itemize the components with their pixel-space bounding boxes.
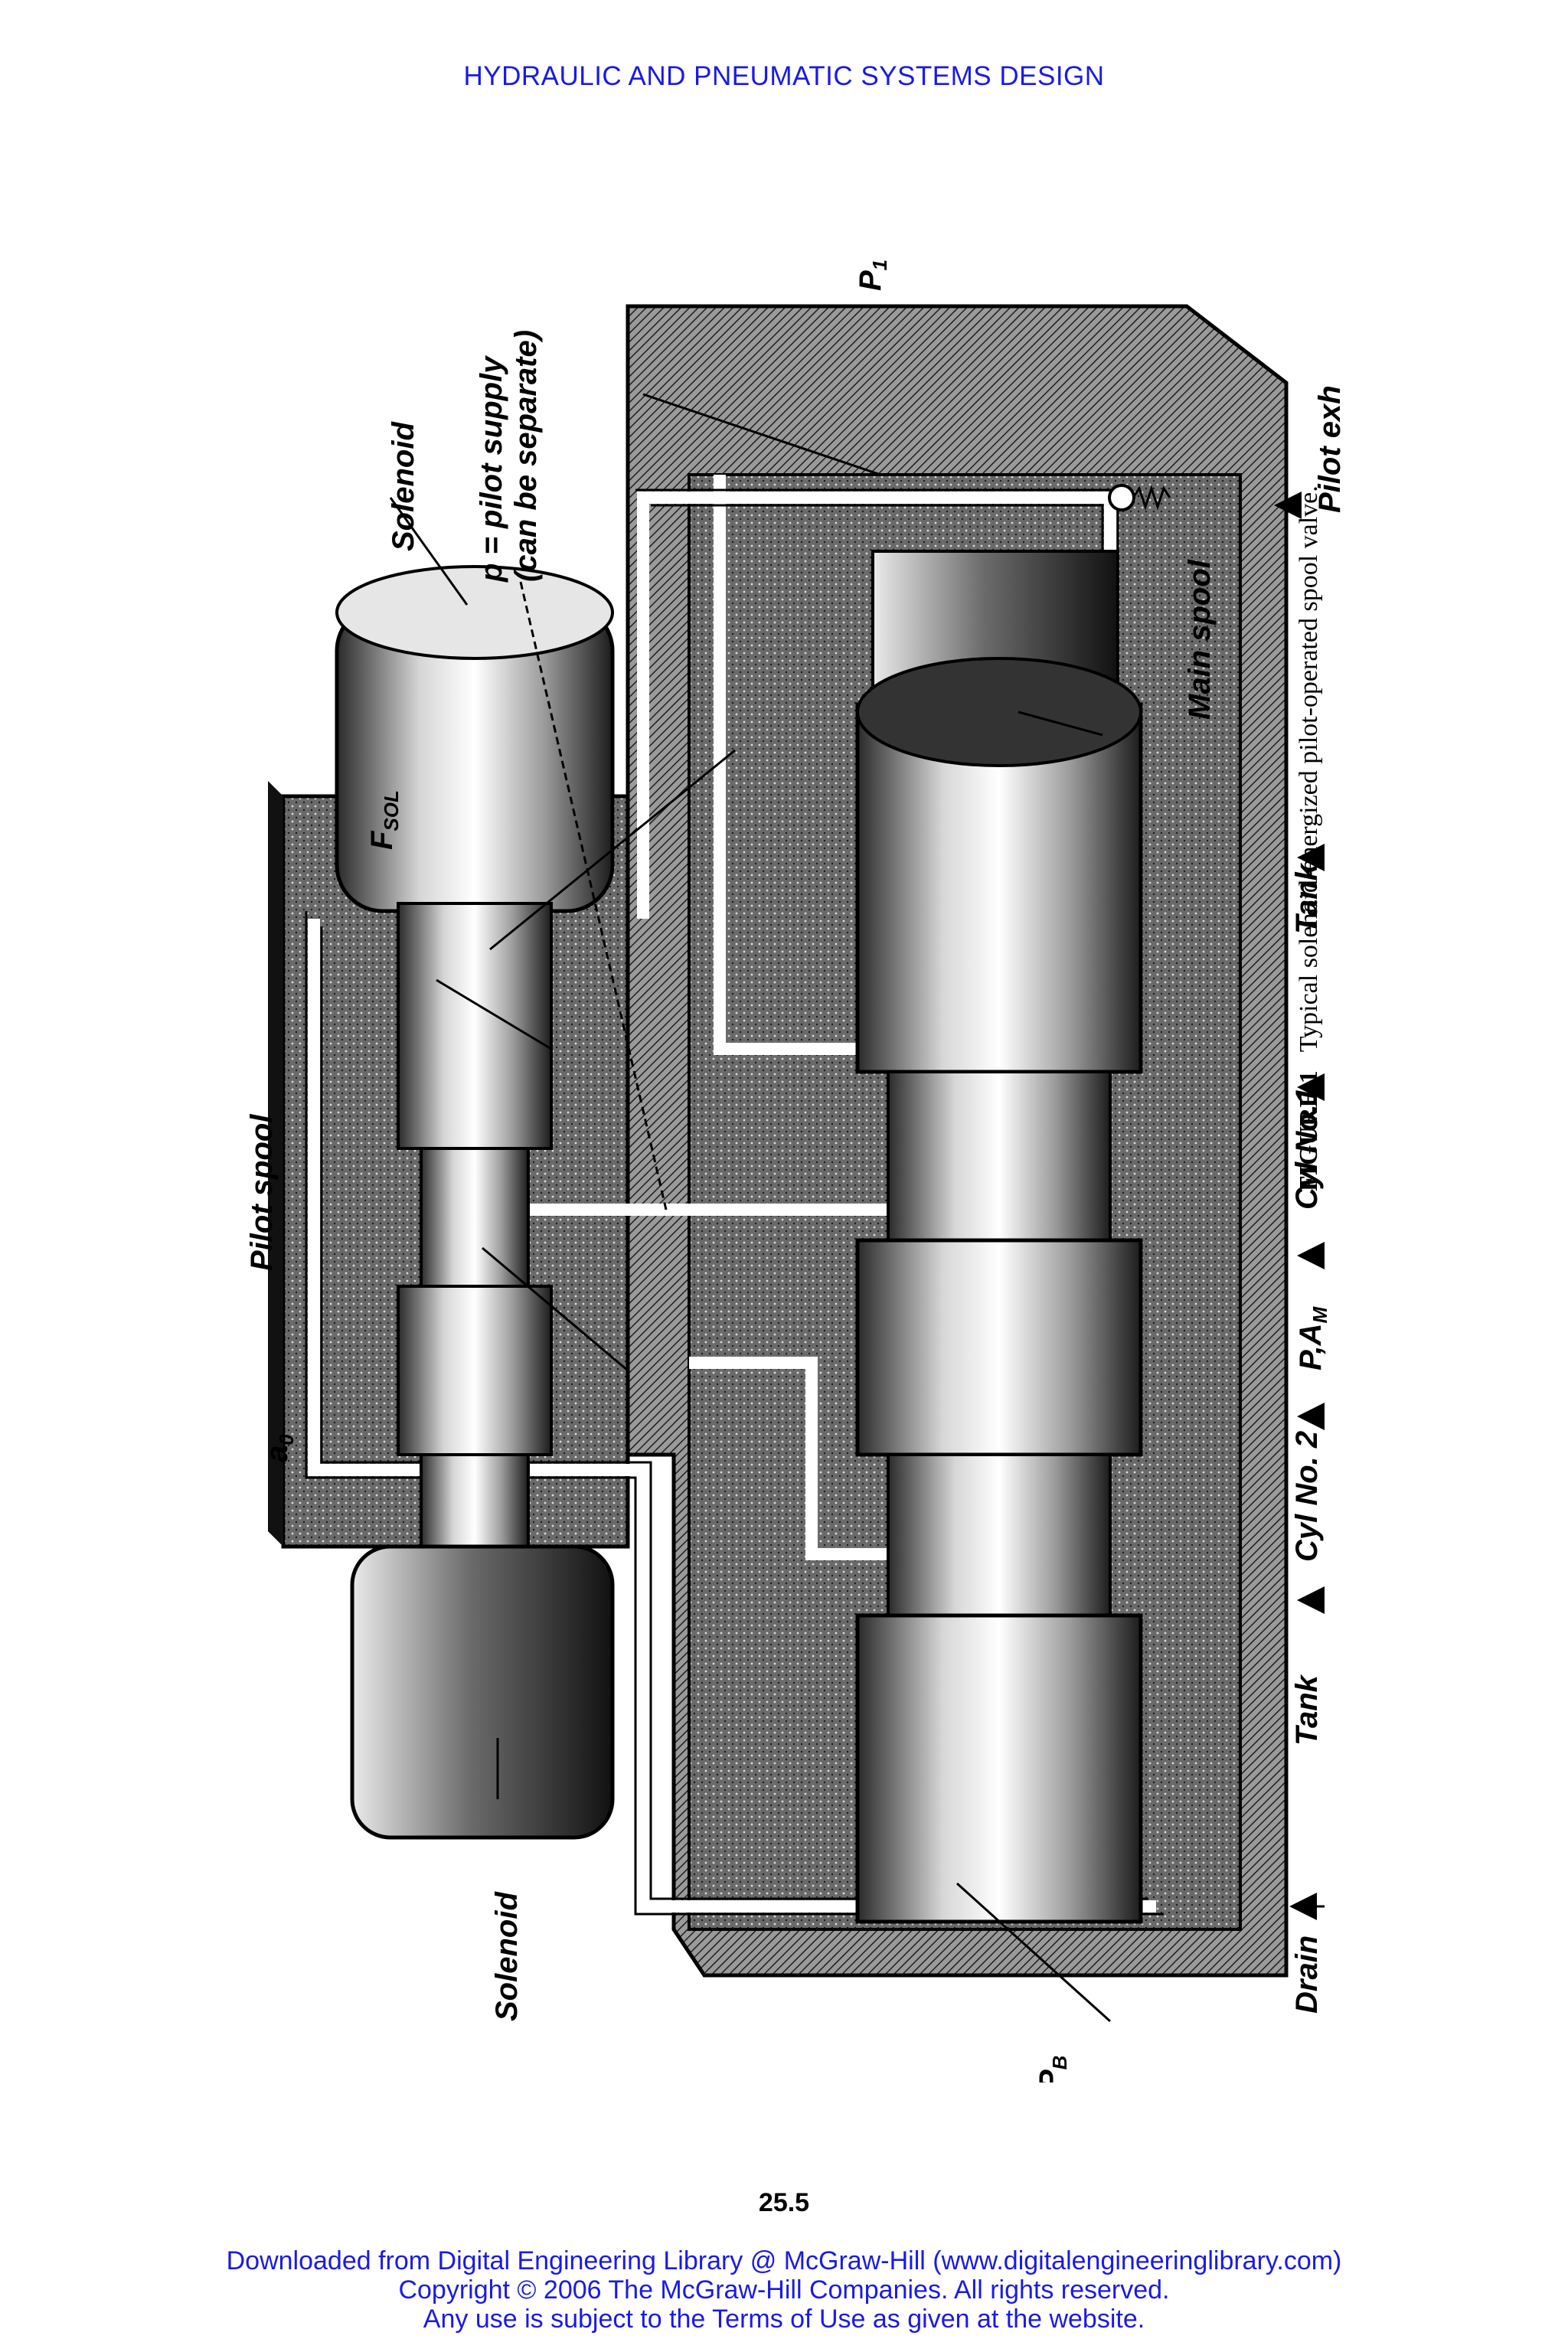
- footer-copyright: Copyright © 2006 The McGraw-Hill Compani…: [398, 2275, 1170, 2305]
- figure-caption: FIGURE 1 Typical solenoid-energized pilot…: [1286, 349, 1332, 1191]
- check-valve-spring: [1108, 484, 1171, 511]
- label-drain: Drain: [1290, 1936, 1324, 2014]
- figure-illustration: Solenoid p = pilot supply (can be separa…: [214, 245, 1409, 2082]
- footer: Downloaded from Digital Engineering Libr…: [0, 2246, 1568, 2334]
- label-cyl-no1: Cyl No.1: [1290, 1087, 1324, 1210]
- main-spool: [855, 550, 1143, 1924]
- solenoid-bottom-body: [350, 1544, 615, 1840]
- label-p1: P1: [854, 260, 891, 291]
- label-pilot-supply-line1: p = pilot supply: [475, 355, 508, 583]
- leader-lines: [389, 393, 1325, 2023]
- figure-caption-text: Typical solenoid-energized pilot-operate…: [1295, 485, 1323, 1053]
- label-solenoid-bottom: Solenoid: [490, 1891, 524, 2021]
- footer-terms: Any use is subject to the Terms of Use a…: [423, 2305, 1145, 2334]
- label-pb: PB: [1034, 2056, 1071, 2082]
- pilot-spool: [397, 902, 553, 1563]
- label-tank-2: Tank: [1290, 1674, 1324, 1746]
- label-pilot-supply-line2: (can be separate): [509, 330, 543, 582]
- figure-number: FIGURE 1: [1295, 1070, 1323, 1191]
- label-pilot-exh: Pilot exh: [1313, 385, 1347, 513]
- label-tank-1: Tank: [1290, 862, 1324, 934]
- page-number: 25.5: [758, 2188, 810, 2217]
- figure-labels: Solenoid p = pilot supply (can be separa…: [245, 260, 1347, 2082]
- running-head: HYDRAULIC AND PNEUMATIC SYSTEMS DESIGN: [463, 61, 1105, 91]
- label-pilot-spool: Pilot spool: [245, 1114, 279, 1271]
- label-main-spool: Main spool: [1183, 559, 1217, 720]
- label-solenoid-top: Solenoid: [387, 421, 420, 551]
- spool-valve-drawing: Solenoid p = pilot supply (can be separa…: [245, 260, 1347, 2082]
- footer-download-link[interactable]: Downloaded from Digital Engineering Libr…: [226, 2246, 1342, 2275]
- label-a0: a0: [260, 1434, 298, 1462]
- solenoid-top-body: [335, 565, 615, 913]
- label-cyl-no2: Cyl No. 2: [1290, 1431, 1324, 1562]
- label-fsol: FSOL: [365, 790, 403, 850]
- label-pam: P,AM: [1294, 1305, 1331, 1370]
